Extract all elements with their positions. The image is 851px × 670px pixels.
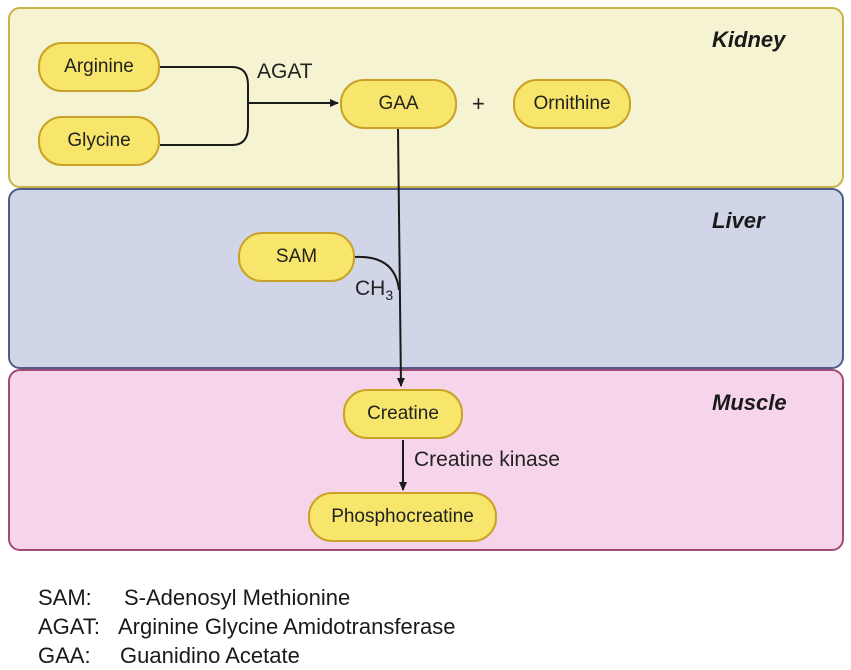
sam-methyl-connector <box>354 255 400 291</box>
legend-meaning: Arginine Glycine Amidotransferase <box>118 614 456 639</box>
creatine-node: Creatine <box>343 389 463 439</box>
glycine-node: Glycine <box>38 116 160 166</box>
ch3-label: CH3 <box>355 277 393 303</box>
legend-row-gaa: GAA: Guanidino Acetate <box>38 641 456 670</box>
phosphocreatine-node: Phosphocreatine <box>308 492 497 542</box>
sam-node: SAM <box>238 232 355 282</box>
ch3-subscript: 3 <box>385 287 394 304</box>
legend-abbr: AGAT: <box>38 614 100 639</box>
gaa-node: GAA <box>340 79 457 129</box>
legend-abbr: SAM: <box>38 585 92 610</box>
legend-abbr: GAA: <box>38 643 91 668</box>
ch3-base: CH <box>355 277 386 300</box>
legend-meaning: Guanidino Acetate <box>120 643 300 668</box>
muscle-title: Muscle <box>712 390 787 415</box>
glycine-connector <box>160 103 249 146</box>
legend-row-sam: SAM: S-Adenosyl Methionine <box>38 583 456 612</box>
creatine-kinase-label: Creatine kinase <box>414 448 560 471</box>
legend-row-agat: AGAT: Arginine Glycine Amidotransferase <box>38 612 456 641</box>
legend: SAM: S-Adenosyl Methionine AGAT: Arginine … <box>38 583 456 670</box>
legend-meaning: S-Adenosyl Methionine <box>124 585 351 610</box>
arginine-node: Arginine <box>38 42 160 92</box>
ornithine-node: Ornithine <box>513 79 631 129</box>
kidney-title: Kidney <box>712 27 786 52</box>
arginine-connector <box>160 66 249 103</box>
liver-panel <box>8 188 844 369</box>
liver-title: Liver <box>712 208 765 233</box>
plus-sign: + <box>472 91 485 116</box>
gaa-to-creatine-arrow <box>396 128 405 387</box>
agat-label: AGAT <box>257 60 313 83</box>
